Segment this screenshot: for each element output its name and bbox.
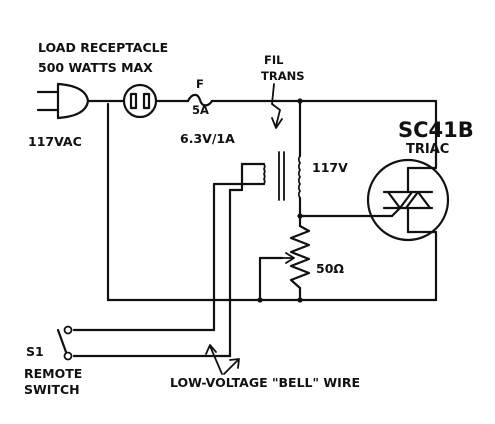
switch-label-1: REMOTE bbox=[24, 366, 82, 381]
fuse-letter-label: F bbox=[196, 77, 204, 91]
triac-type-label: TRIAC bbox=[406, 142, 449, 157]
fil-trans-label-2: TRANS bbox=[261, 69, 305, 83]
fuse-rating-label: 5A bbox=[192, 103, 209, 117]
secondary-voltage-label: 6.3V/1A bbox=[180, 131, 235, 146]
bell-wire-label: LOW-VOLTAGE "BELL" WIRE bbox=[170, 375, 360, 390]
triac-icon bbox=[366, 158, 450, 242]
filament-transformer-icon bbox=[263, 83, 301, 201]
mains-voltage-label: 117VAC bbox=[28, 134, 82, 149]
switch-label-2: SWITCH bbox=[24, 382, 80, 397]
ac-plug-icon bbox=[36, 82, 90, 120]
load-receptacle-label: LOAD RECEPTACLE bbox=[38, 40, 168, 55]
fuse-icon bbox=[186, 93, 214, 107]
junction-dots bbox=[257, 98, 303, 303]
potentiometer-icon bbox=[281, 224, 311, 290]
pot-value-label: 50Ω bbox=[316, 261, 344, 276]
wiring bbox=[72, 99, 438, 358]
bell-wire-arrows bbox=[205, 344, 240, 375]
primary-voltage-label: 117V bbox=[312, 160, 348, 175]
remote-switch-icon bbox=[56, 325, 73, 361]
load-rating-label: 500 WATTS MAX bbox=[38, 60, 153, 75]
switch-ref-label: S1 bbox=[26, 344, 44, 359]
load-receptacle-icon bbox=[122, 83, 158, 119]
fil-trans-label-1: FIL bbox=[264, 53, 284, 67]
